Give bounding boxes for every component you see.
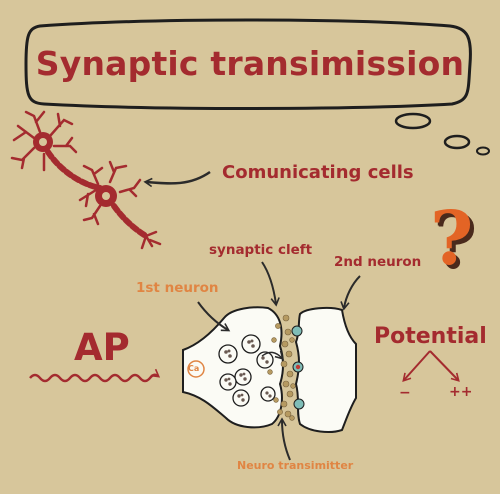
second-neuron-label: 2nd neuron [334, 254, 422, 270]
positive-sign-label: ++ [449, 384, 473, 400]
question-mark-icon: ? [430, 196, 474, 282]
neurotransmitter-particles [267, 314, 296, 421]
second-neuron-arrow [340, 275, 361, 311]
first-neuron-arrow [197, 301, 231, 332]
depolarize-arrow [402, 350, 431, 382]
synaptic-cleft-label: synaptic cleft [209, 242, 313, 258]
neurotransmitter-label: Neuro transimitter [237, 459, 354, 472]
communicating-cells-label: Comunicating cells [222, 162, 414, 183]
ap-wave-arrow [29, 368, 161, 383]
presynaptic-terminal [182, 306, 284, 429]
cleft-arrow [261, 261, 280, 307]
potential-label: Potential [374, 324, 487, 349]
ap-label: AP [74, 326, 130, 369]
negative-sign-label: − [399, 385, 411, 401]
release-arrow [261, 350, 284, 360]
postsynaptic-terminal [291, 306, 357, 433]
arrow-to-neurons [143, 170, 211, 188]
first-neuron-label: 1st neuron [136, 280, 219, 296]
hyperpolarize-arrow [429, 350, 460, 382]
neuron-illustration [10, 110, 162, 250]
diagram-title: Synaptic transimission [35, 44, 465, 83]
calcium-ion-icon [187, 360, 205, 378]
calcium-label: Ca [188, 364, 200, 373]
neurotransmitter-arrow [277, 417, 291, 461]
thought-bubble [24, 18, 490, 156]
